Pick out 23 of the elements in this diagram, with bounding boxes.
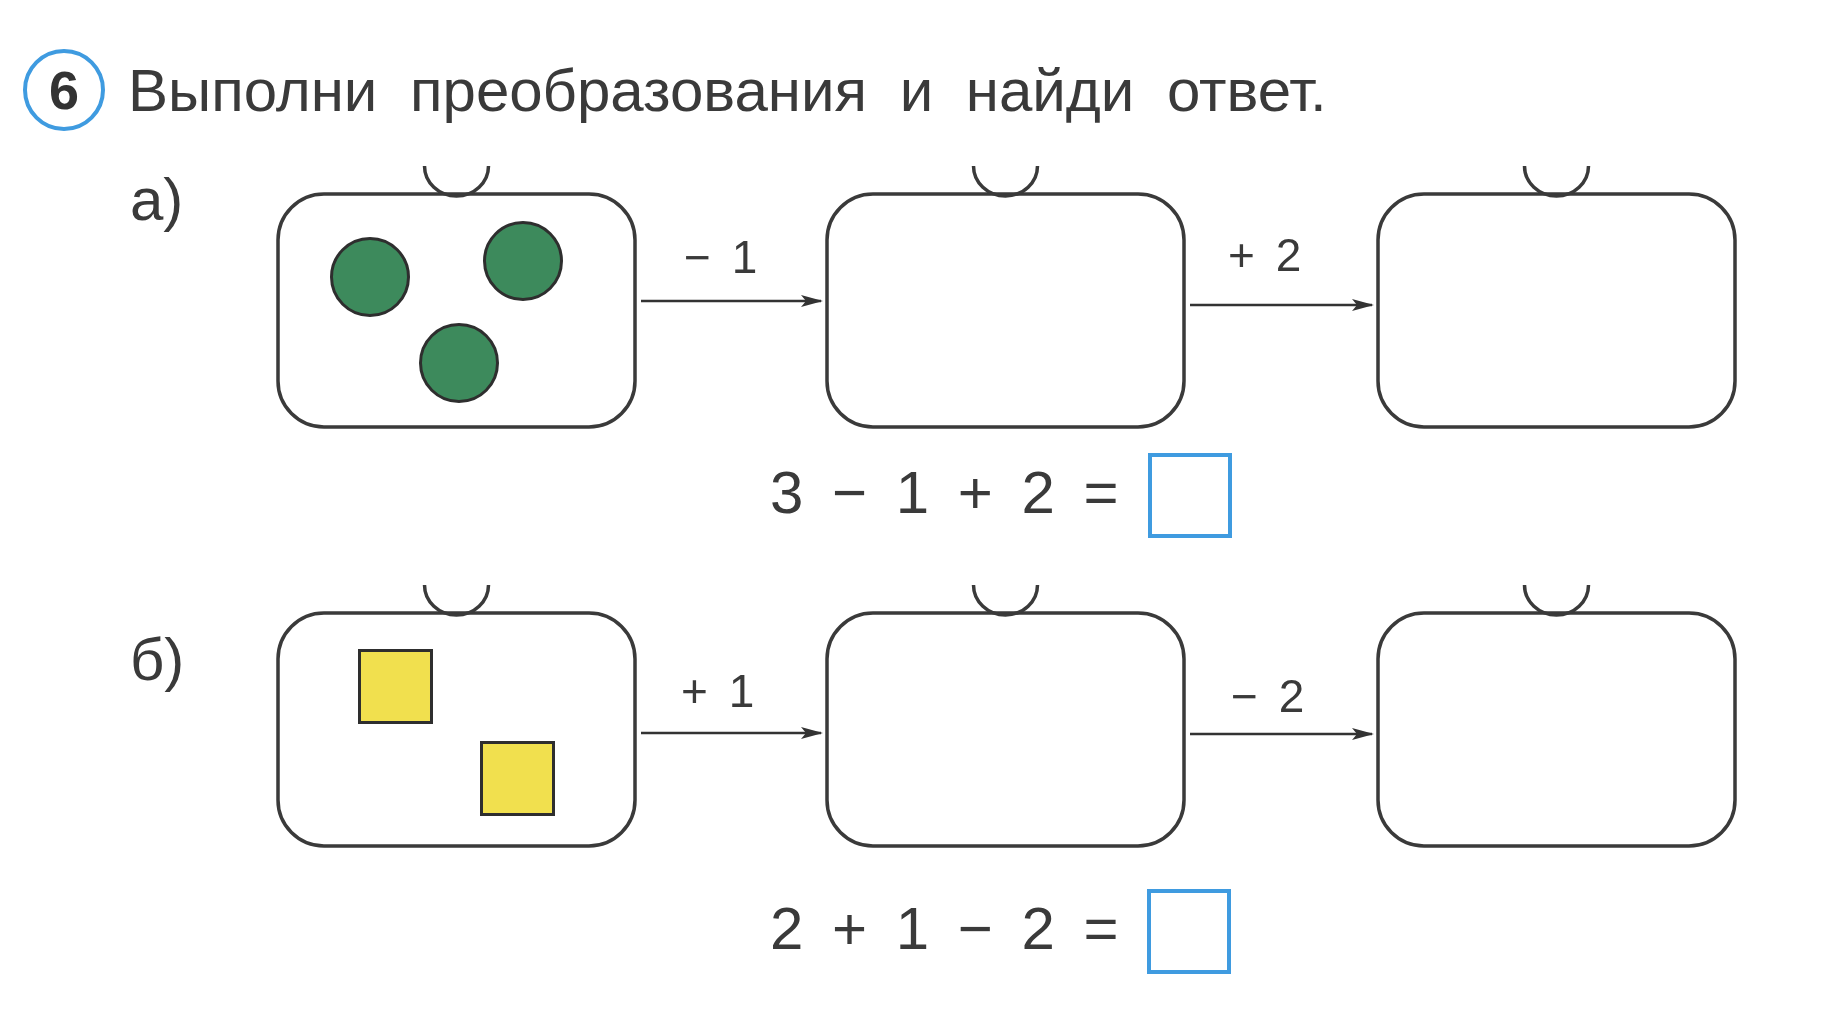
- arrow: [1190, 299, 1374, 311]
- task-number: 6: [48, 63, 79, 117]
- answer-box: [1147, 889, 1231, 974]
- bag-outline: [276, 583, 637, 848]
- bag-outline: [276, 164, 637, 429]
- title: Выполни преобразования и найди ответ.: [128, 57, 1327, 124]
- bag-outline: [825, 583, 1186, 848]
- counter-disc: [419, 323, 499, 403]
- bag-outline: [825, 164, 1186, 429]
- arrow: [1190, 728, 1374, 740]
- equation: 2 + 1 − 2 =: [770, 899, 1119, 959]
- equation: 3 − 1 + 2 =: [770, 463, 1119, 523]
- bag-outline: [1376, 583, 1737, 848]
- arrow: [641, 295, 823, 307]
- counter-tile: [358, 649, 433, 724]
- arrow: [641, 727, 823, 739]
- part-label: а): [130, 170, 184, 230]
- counter-disc: [483, 221, 563, 301]
- answer-box: [1148, 453, 1232, 538]
- part-label: б): [130, 630, 185, 690]
- bag-outline: [1376, 164, 1737, 429]
- counter-disc: [330, 237, 410, 317]
- counter-tile: [480, 741, 555, 816]
